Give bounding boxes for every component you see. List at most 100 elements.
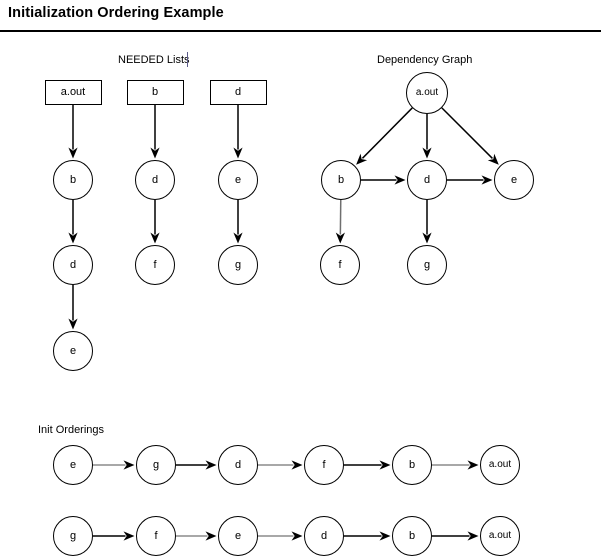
arrowhead (422, 147, 432, 159)
ordering-1-node-2: g (136, 445, 176, 485)
needed-list-edge-3 (68, 285, 78, 330)
node-label: e (69, 458, 77, 471)
needed-list-node-2-1: d (135, 160, 175, 200)
arrowhead (291, 531, 303, 541)
ordering-1-edge-3 (258, 460, 303, 470)
node-label: d (69, 258, 77, 271)
arrowhead (356, 153, 368, 165)
needed-list-node-3-2: g (218, 245, 258, 285)
dependency-edge-7 (422, 200, 432, 244)
arrowhead (205, 531, 217, 541)
arrowhead (379, 531, 391, 541)
text-caret-artifact (187, 52, 188, 67)
dependency-node-a-out: a.out (406, 72, 448, 114)
node-label: e (234, 173, 242, 186)
node-label: b (151, 85, 159, 98)
arrowhead (467, 531, 479, 541)
title-divider (0, 30, 601, 32)
node-label: g (152, 458, 160, 471)
needed-list-edge-1 (68, 104, 78, 159)
dependency-edge-3 (441, 107, 499, 165)
dependency-edge-4 (361, 175, 406, 185)
ordering-1-edge-1 (93, 460, 135, 470)
node-label: f (153, 258, 157, 271)
dependency-edge-2 (422, 114, 432, 159)
arrowhead (68, 318, 78, 330)
arrowhead (335, 232, 345, 244)
node-label: a.out (60, 85, 86, 98)
arrowhead (205, 460, 217, 470)
ordering-2-edge-1 (93, 531, 135, 541)
ordering-2-node-2: f (136, 516, 176, 556)
arrowhead (291, 460, 303, 470)
dependency-edge-6 (335, 199, 345, 244)
arrowhead (123, 531, 135, 541)
ordering-1-node-1: e (53, 445, 93, 485)
dependency-node-g: g (407, 245, 447, 285)
dependency-node-e: e (494, 160, 534, 200)
arrowhead (233, 232, 243, 244)
needed-list-edge-7 (233, 200, 243, 244)
needed-list-edge-6 (233, 104, 243, 159)
ordering-2-edge-2 (176, 531, 217, 541)
needed-lists-label: NEEDED Lists (118, 54, 190, 66)
node-label: b (337, 173, 345, 186)
dependency-graph-label: Dependency Graph (377, 54, 473, 66)
ordering-1-edge-5 (432, 460, 479, 470)
arrowhead (467, 460, 479, 470)
node-label: b (408, 458, 416, 471)
arrowhead (123, 460, 135, 470)
ordering-1-edge-4 (344, 460, 391, 470)
node-label: e (234, 529, 242, 542)
needed-list-node-3-1: e (218, 160, 258, 200)
needed-list-node-1-3: e (53, 331, 93, 371)
needed-list-node-1-1: b (53, 160, 93, 200)
needed-list-head-2: b (126, 79, 184, 105)
ordering-1-node-3: d (218, 445, 258, 485)
ordering-1-edge-2 (176, 460, 217, 470)
ordering-2-edge-4 (344, 531, 391, 541)
needed-list-edge-2 (68, 200, 78, 244)
node-label: e (69, 344, 77, 357)
node-label: f (154, 529, 158, 542)
ordering-1-node-5: b (392, 445, 432, 485)
dependency-node-d: d (407, 160, 447, 200)
needed-list-node-1-2: d (53, 245, 93, 285)
node-label: b (408, 529, 416, 542)
node-label: b (69, 173, 77, 186)
node-label: d (320, 529, 328, 542)
node-label: f (322, 458, 326, 471)
arrowhead (68, 232, 78, 244)
node-label: d (151, 173, 159, 186)
node-label: a.out (488, 459, 512, 470)
dependency-edge-5 (447, 175, 493, 185)
dependency-node-b: b (321, 160, 361, 200)
arrowhead (481, 175, 493, 185)
node-label: a.out (488, 530, 512, 541)
arrowhead (379, 460, 391, 470)
needed-list-node-2-2: f (135, 245, 175, 285)
ordering-2-node-3: e (218, 516, 258, 556)
arrowhead (68, 147, 78, 159)
arrowhead (150, 147, 160, 159)
arrowhead (394, 175, 406, 185)
ordering-2-edge-3 (258, 531, 303, 541)
node-label: d (423, 173, 431, 186)
ordering-2-node-5: b (392, 516, 432, 556)
needed-list-edge-5 (150, 200, 160, 244)
needed-list-head-1: a.out (44, 79, 102, 105)
arrowhead (422, 232, 432, 244)
dependency-edge-1 (356, 107, 413, 165)
ordering-2-node-4: d (304, 516, 344, 556)
dependency-node-f: f (320, 245, 360, 285)
node-label: e (510, 173, 518, 186)
needed-list-edge-4 (150, 104, 160, 159)
arrowhead (487, 153, 499, 165)
init-orderings-label: Init Orderings (38, 424, 105, 436)
page-title: Initialization Ordering Example (8, 5, 224, 21)
ordering-2-node-1: g (53, 516, 93, 556)
node-label: a.out (415, 87, 439, 98)
node-label: f (338, 258, 342, 271)
ordering-2-node-6: a.out (480, 516, 520, 556)
arrowhead (150, 232, 160, 244)
